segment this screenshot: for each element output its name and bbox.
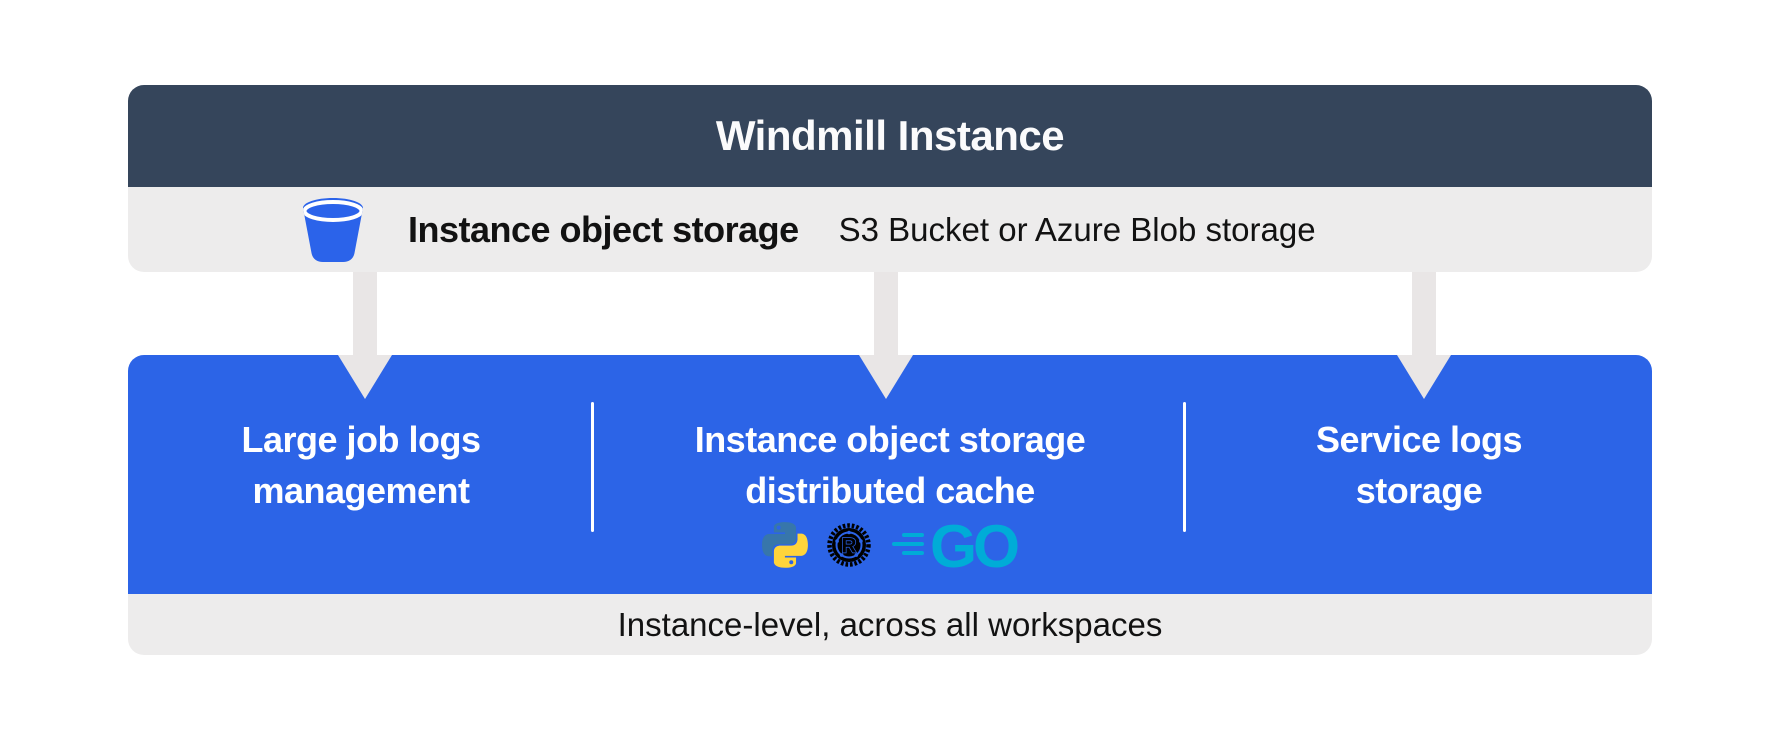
rust-icon: R <box>824 520 874 575</box>
svg-text:GO: GO <box>930 521 1018 569</box>
section-title-line: Instance object storage <box>694 419 1086 460</box>
section-service-logs: Service logs storage <box>1186 355 1652 594</box>
go-icon: GO <box>890 513 1022 580</box>
section-title-line: storage <box>1355 470 1483 511</box>
python-icon <box>762 521 808 573</box>
arrow-head <box>859 355 913 399</box>
section-title: Instance object storage distributed cach… <box>695 414 1086 516</box>
svg-text:R: R <box>841 534 856 557</box>
section-distributed-cache: Instance object storage distributed cach… <box>594 355 1186 594</box>
section-large-job-logs: Large job logs management <box>128 355 594 594</box>
arrow-stem <box>353 272 377 356</box>
windmill-instance-header: Windmill Instance <box>128 85 1652 187</box>
section-divider <box>591 402 594 532</box>
language-icons-row: R GO <box>762 513 1022 580</box>
section-title: Large job logs management <box>241 414 481 516</box>
arrow-head <box>338 355 392 399</box>
bucket-icon <box>302 197 364 263</box>
arrow-head <box>1397 355 1451 399</box>
section-title: Service logs storage <box>1315 414 1523 516</box>
section-title-line: Service logs <box>1315 419 1523 460</box>
section-title-line: Large job logs <box>241 419 481 460</box>
section-title-line: distributed cache <box>745 470 1035 511</box>
instance-scope-bar: Instance-level, across all workspaces <box>128 594 1652 655</box>
arrow-down-icon <box>859 272 913 399</box>
arrow-stem <box>1412 272 1436 356</box>
section-divider <box>1183 402 1186 532</box>
storage-row-sublabel: S3 Bucket or Azure Blob storage <box>838 210 1316 248</box>
arrow-down-icon <box>338 272 392 399</box>
page-title: Windmill Instance <box>715 112 1065 159</box>
section-title-line: management <box>252 470 470 511</box>
instance-scope-label: Instance-level, across all workspaces <box>617 605 1163 643</box>
arrow-stem <box>874 272 898 356</box>
storage-row-label: Instance object storage <box>408 208 799 250</box>
instance-object-storage-row: Instance object storage S3 Bucket or Azu… <box>128 187 1652 272</box>
arrow-down-icon <box>1397 272 1451 399</box>
